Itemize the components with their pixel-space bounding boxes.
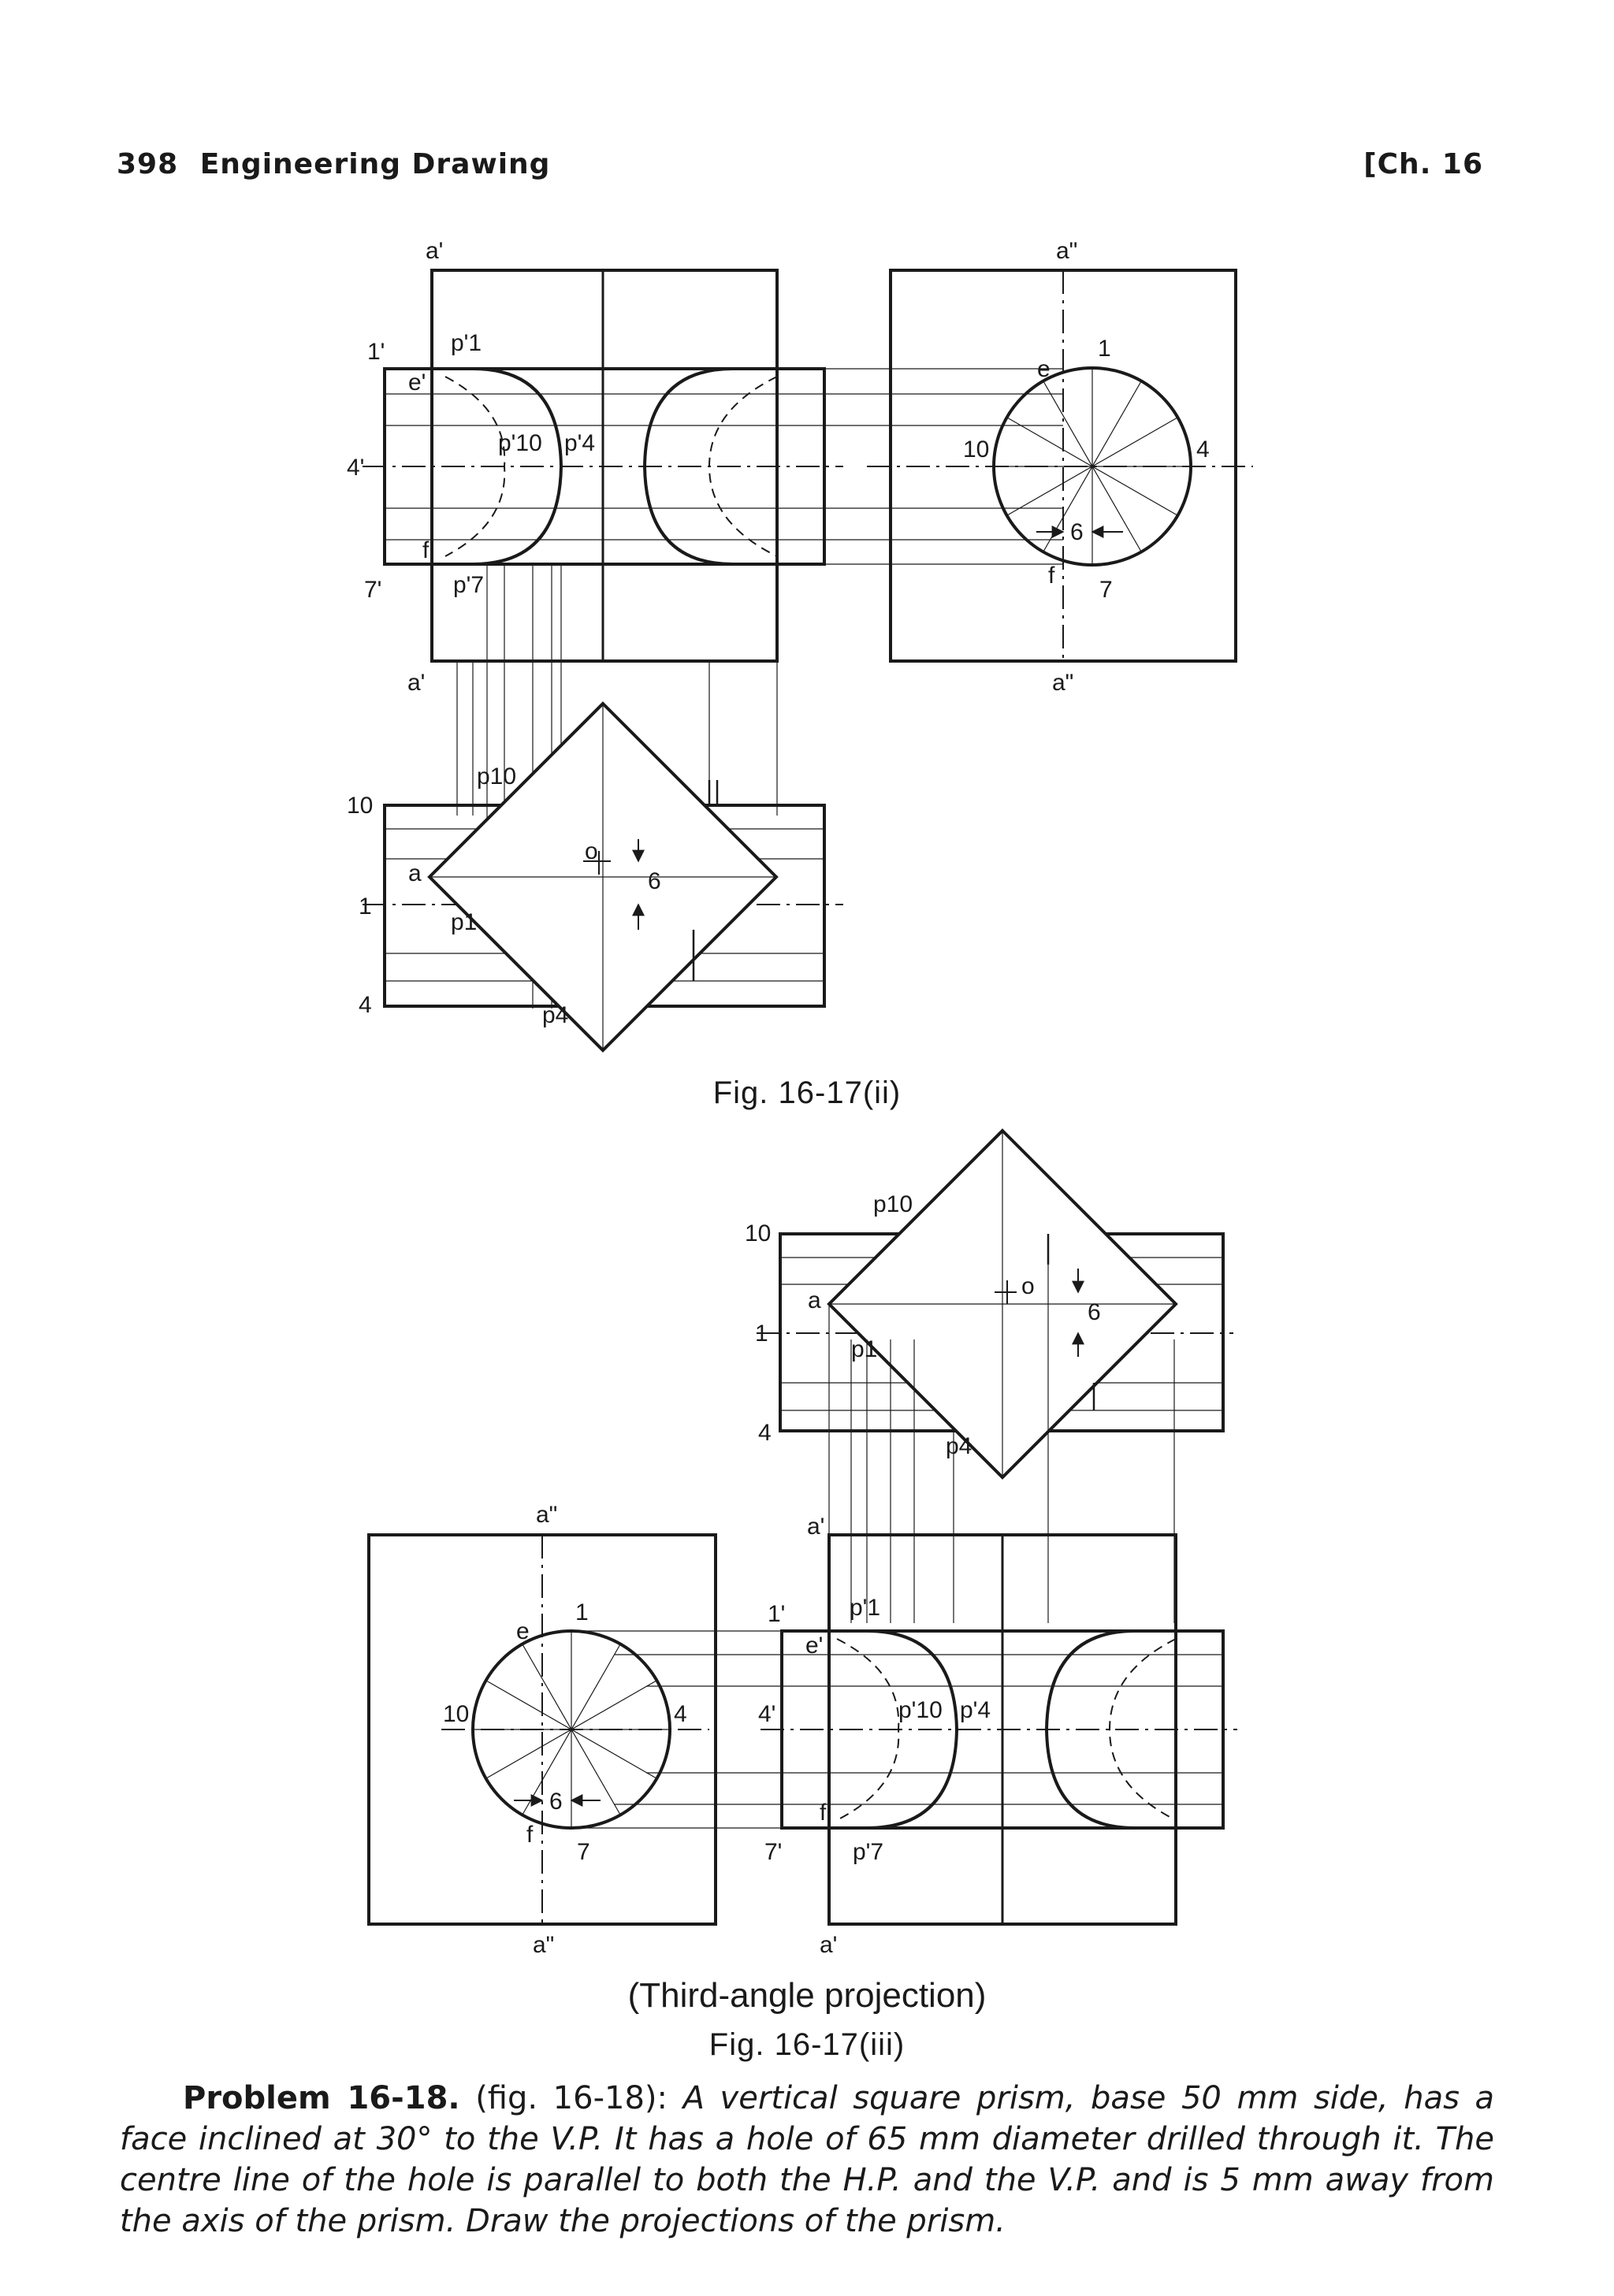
top-view	[363, 701, 843, 1053]
label-1-plan: 1	[359, 894, 372, 920]
label-p4-prime: p'4	[564, 430, 595, 456]
label-dim-6-plan: 6	[648, 868, 661, 894]
label-p7-prime-iii: p'7	[853, 1839, 883, 1865]
figure-16-17-iii	[367, 1128, 1237, 1926]
label-1-iii: 1	[575, 1599, 589, 1625]
figure-caption-iii: Fig. 16-17(iii)	[708, 2027, 906, 2062]
label-dim-6-plan-iii: 6	[1088, 1299, 1101, 1325]
label-1-prime-iii: 1'	[768, 1601, 785, 1627]
side-view	[824, 269, 1253, 663]
label-o-plan-iii: o	[1021, 1273, 1035, 1299]
label-7-prime: 7'	[364, 577, 381, 603]
chapter-label: [Ch. 16	[1363, 148, 1483, 180]
label-a-dprime-top: a"	[1056, 238, 1077, 264]
label-a-prime-top-iii: a'	[807, 1514, 824, 1540]
front-view-iii	[761, 1533, 1237, 1926]
label-f: f	[1048, 563, 1055, 589]
label-7: 7	[1099, 577, 1113, 603]
label-f-iii: f	[526, 1822, 534, 1848]
label-p4-plan-iii: p4	[946, 1433, 972, 1459]
label-a-plan: a	[408, 860, 422, 886]
figure-16-17-ii-labels: a' a' a" a" 1' 4' 7' e' f' p'1 p'10 p'4 …	[347, 238, 1210, 1028]
label-4-prime-iii: 4'	[758, 1701, 775, 1727]
problem-statement: Problem 16-18. (fig. 16-18): A vertical …	[120, 2078, 1494, 2242]
label-1: 1	[1098, 336, 1111, 362]
label-10-plan-iii: 10	[745, 1220, 771, 1246]
label-1-plan-iii: 1	[755, 1321, 768, 1347]
label-a-dprime-top-iii: a"	[536, 1502, 557, 1528]
figure-16-17-ii	[363, 269, 1253, 1053]
label-p7-prime: p'7	[453, 572, 484, 598]
problem-text: A vertical square prism, base 50 mm side…	[120, 2080, 1495, 2239]
label-o-plan: o	[585, 838, 598, 864]
label-4-plan-iii: 4	[758, 1420, 772, 1446]
label-e-iii: e	[516, 1618, 530, 1644]
label-f-prime-iii: f'	[820, 1800, 831, 1826]
label-4-iii: 4	[674, 1701, 687, 1727]
label-p10-plan-iii: p10	[873, 1191, 913, 1217]
label-e-prime-iii: e'	[805, 1633, 823, 1659]
label-7-prime-iii: 7'	[764, 1839, 782, 1865]
label-p4-plan: p4	[542, 1002, 568, 1028]
label-1-prime: 1'	[367, 339, 385, 365]
label-10-iii: 10	[443, 1701, 469, 1727]
figure-16-17-iii-labels: 10 1 4 a p1 p10 p4 o 6 a" a" a' a' e f 1…	[443, 1191, 1101, 1958]
running-header-left: 398 Engineering Drawing	[117, 148, 550, 180]
label-a-prime-top: a'	[426, 238, 443, 264]
label-p1-prime-iii: p'1	[850, 1595, 880, 1621]
figure-caption-ii: Fig. 16-17(ii)	[712, 1076, 902, 1110]
label-e-prime: e'	[408, 370, 426, 396]
top-view-iii	[757, 1128, 1233, 1623]
label-f-prime: f'	[422, 537, 433, 563]
label-p10-prime: p'10	[498, 430, 542, 456]
label-a-dprime-bottom-iii: a"	[533, 1932, 554, 1958]
label-dim-6-side-iii: 6	[549, 1789, 563, 1815]
book-title: Engineering Drawing	[199, 148, 551, 180]
label-a-dprime-bottom: a"	[1052, 670, 1073, 696]
label-7-iii: 7	[577, 1839, 590, 1865]
label-10: 10	[963, 437, 989, 463]
label-p4-prime-iii: p'4	[960, 1697, 991, 1723]
label-p1-prime: p'1	[451, 330, 482, 356]
problem-number: Problem 16-18.	[183, 2080, 460, 2116]
side-view-iii	[367, 1533, 827, 1926]
label-10-plan: 10	[347, 793, 373, 819]
label-4: 4	[1196, 437, 1210, 463]
label-dim-6-side: 6	[1070, 519, 1084, 545]
projection-note: (Third-angle projection)	[627, 1976, 987, 2015]
label-p10-prime-iii: p'10	[898, 1697, 943, 1723]
label-a-prime-bottom-iii: a'	[820, 1932, 837, 1958]
page-number: 398	[117, 148, 179, 180]
label-a-plan-iii: a	[808, 1287, 821, 1313]
label-e: e	[1037, 356, 1051, 382]
front-view	[363, 269, 843, 1009]
label-a-prime-bottom: a'	[407, 670, 425, 696]
label-p1-plan-iii: p1	[851, 1336, 877, 1362]
label-p10-plan: p10	[477, 763, 516, 789]
label-p1-plan: p1	[451, 909, 477, 935]
label-4-prime: 4'	[347, 455, 364, 481]
label-4-plan: 4	[359, 992, 372, 1018]
problem-figure-reference: (fig. 16-18):	[475, 2080, 668, 2116]
